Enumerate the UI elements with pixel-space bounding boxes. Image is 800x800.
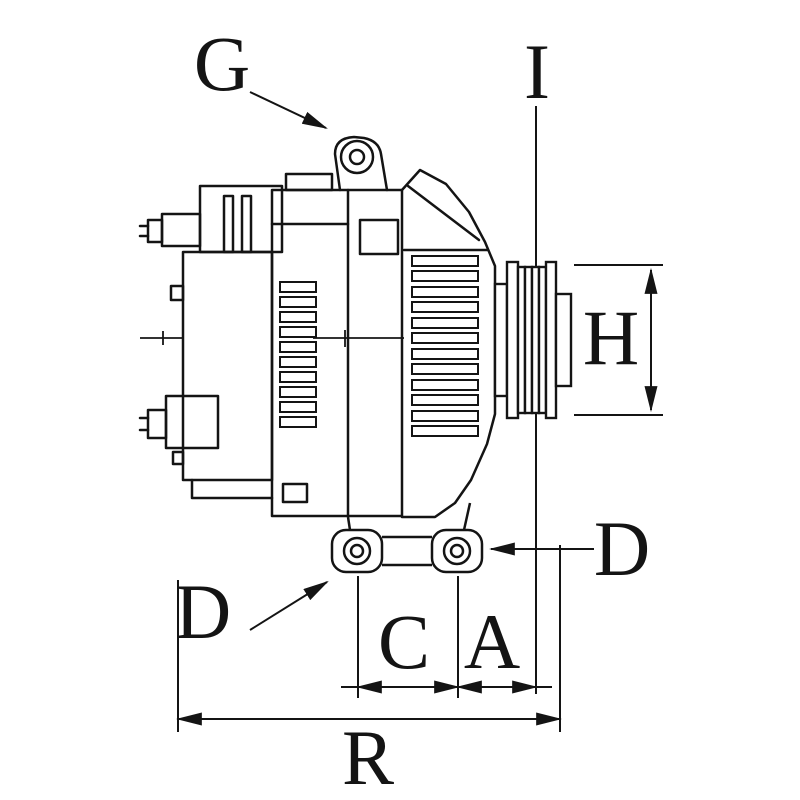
label-h: H [583, 294, 639, 381]
vent-slots-right [411, 255, 479, 437]
pulley-flange-left [505, 260, 520, 420]
foot-hole-left [342, 536, 372, 566]
rear-housing [181, 250, 274, 482]
dimension-labels: G I H D D C A R [175, 20, 650, 800]
lug-hole-inner [348, 148, 366, 166]
dimension-lines [175, 91, 663, 732]
label-d-side: D [594, 505, 650, 592]
regulator-block [164, 394, 220, 450]
connector-plug-top [160, 212, 202, 248]
foot-hole-right [442, 536, 472, 566]
pulley-neck [493, 282, 509, 398]
label-i: I [524, 28, 550, 115]
leader-d-foot [249, 580, 329, 631]
label-d-foot: D [175, 568, 231, 655]
pulley [493, 260, 573, 420]
mounting-lug-top [339, 139, 375, 175]
vent-slots-left [279, 281, 317, 428]
pulley-flange-right [544, 260, 558, 420]
label-a: A [464, 598, 520, 685]
label-r: R [342, 714, 394, 800]
mounting-feet [330, 502, 484, 574]
stator-frame [270, 188, 404, 518]
alternator-body [138, 135, 497, 519]
leader-g [249, 91, 328, 129]
shaft-nut [554, 292, 573, 388]
label-c: C [378, 598, 430, 685]
centerlines [140, 330, 404, 347]
label-g: G [194, 20, 250, 107]
lug-ear [333, 135, 389, 192]
